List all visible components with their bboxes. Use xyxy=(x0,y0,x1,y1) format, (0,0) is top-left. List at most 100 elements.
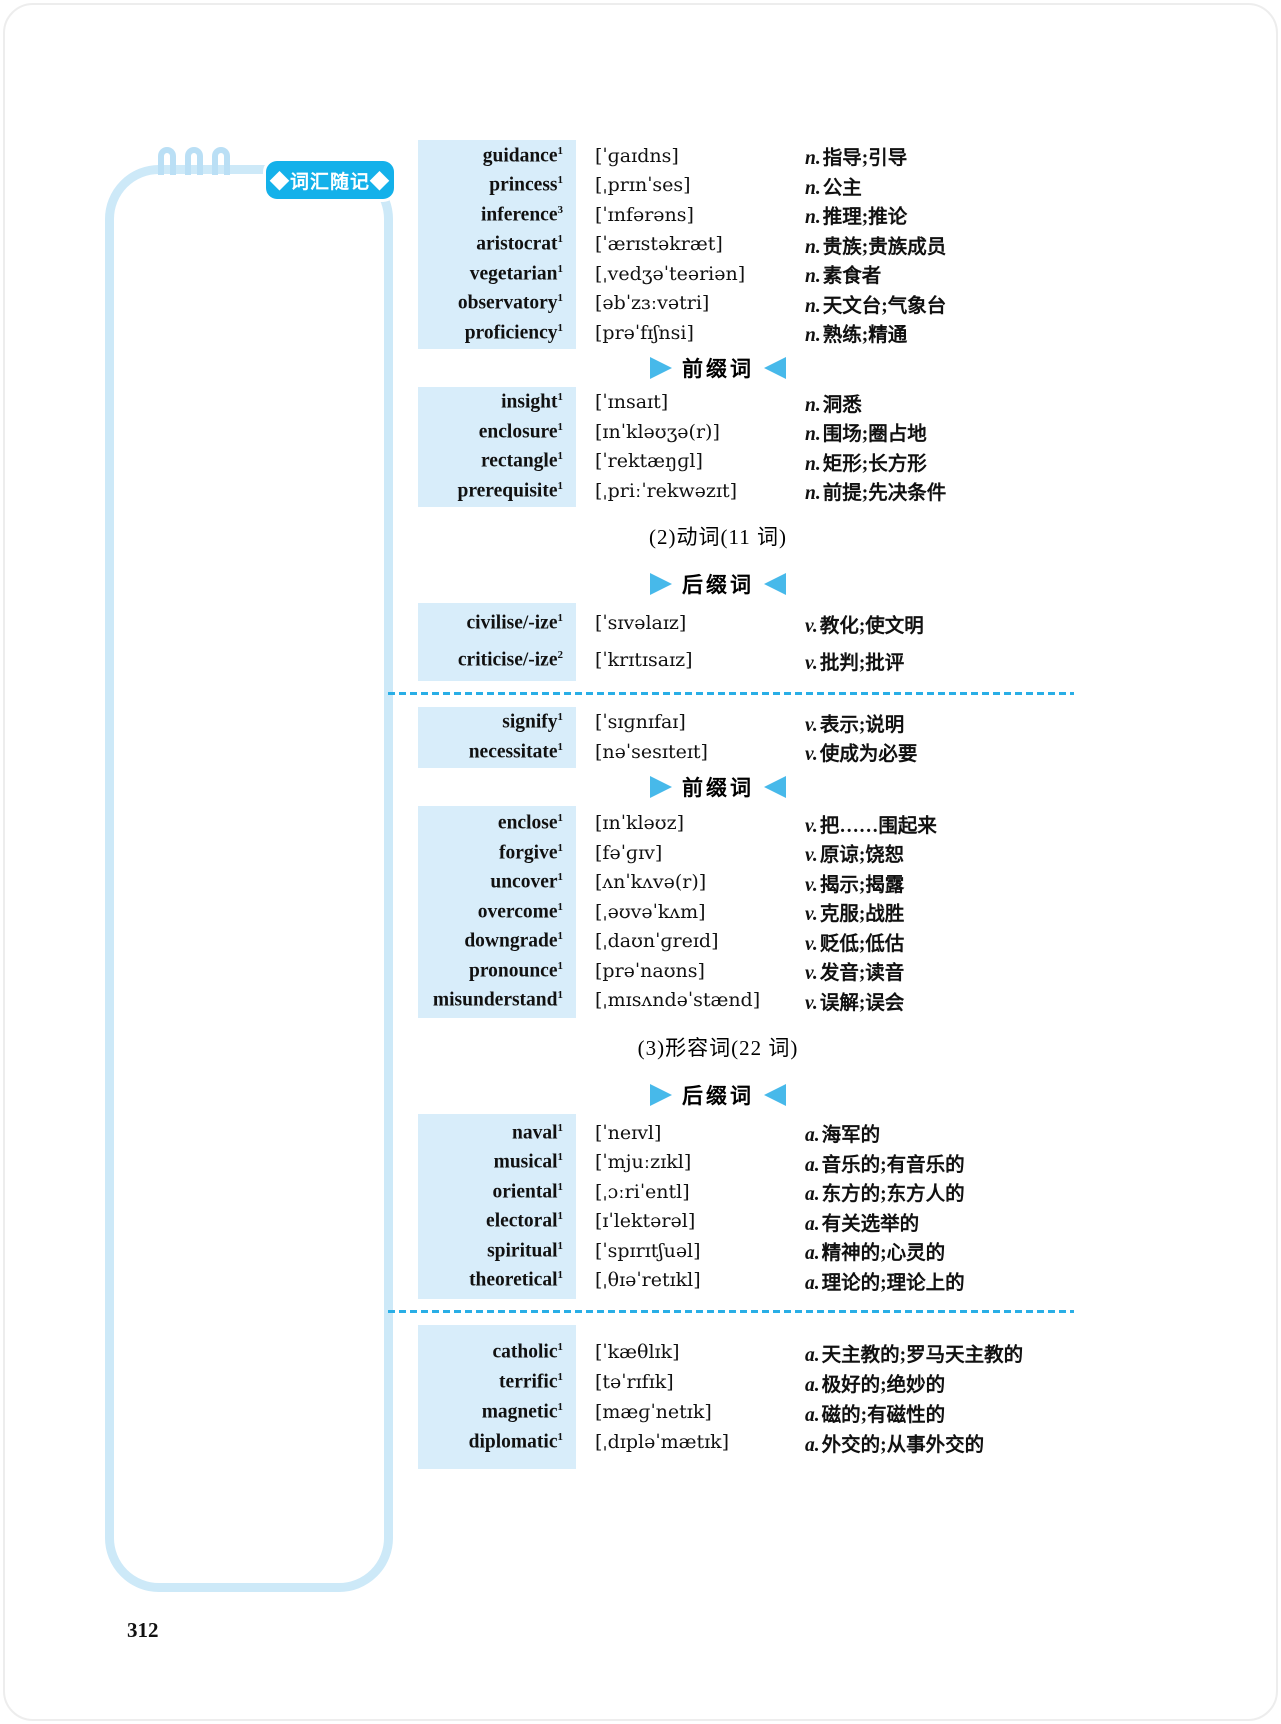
word-frequency-superscript: 1 xyxy=(557,1269,564,1281)
vocab-row: catholic1 [ˈkæθlɪk] a.天主教的;罗马天主教的 xyxy=(418,1337,1064,1367)
part-of-speech: v. xyxy=(805,714,818,736)
word-frequency-superscript: 1 xyxy=(557,740,564,753)
vocab-phonetic: [ˈkæθlɪk] xyxy=(595,1341,680,1363)
left-triangle-icon xyxy=(764,356,786,379)
vocab-phonetic: [ˌpriːˈrekwəzɪt] xyxy=(595,479,738,502)
part-of-speech: v. xyxy=(805,992,818,1014)
word-frequency-superscript: 1 xyxy=(557,989,564,1001)
vocab-meaning: v.原谅;饶恕 xyxy=(805,838,1064,867)
vocab-word: enclose1 xyxy=(497,812,563,834)
meaning-text: 表示;说明 xyxy=(819,714,905,736)
vocab-notes-badge: ◆词汇随记◆ xyxy=(266,161,394,199)
vocab-meaning: a.精神的;心灵的 xyxy=(805,1236,1064,1265)
vocab-meaning: n.贵族;贵族成员 xyxy=(805,230,1064,259)
meaning-text: 围场;圈占地 xyxy=(822,424,927,446)
word-frequency-superscript: 1 xyxy=(557,871,564,883)
part-of-speech: v. xyxy=(805,904,818,926)
part-of-speech: n. xyxy=(805,148,821,170)
vocab-meaning: v.误解;误会 xyxy=(805,986,1064,1015)
vocab-phonetic: [ɪˈlektərəl] xyxy=(595,1210,696,1233)
vocab-meaning: n.洞悉 xyxy=(805,388,1064,417)
vocab-meaning: n.熟练;精通 xyxy=(805,318,1064,347)
meaning-text: 批判;批评 xyxy=(819,652,905,674)
meaning-text: 贬低;低估 xyxy=(819,933,905,955)
part-of-speech: a. xyxy=(805,1344,820,1366)
vocab-row: magnetic1[mæɡˈnetɪk]a.磁的;有磁性的 xyxy=(418,1397,1064,1427)
vocab-phonetic: [ˈɡaɪdns] xyxy=(595,144,679,167)
notebook-panel xyxy=(105,165,393,1592)
right-triangle-icon xyxy=(650,572,672,595)
vocab-phonetic: [ɪnˈkləʊʒə(r)] xyxy=(595,420,720,443)
vocab-row: downgrade1[ˌdaʊnˈɡreɪd]v.贬低;低估 xyxy=(418,927,1064,957)
vocab-phonetic: [ˈsɪɡnɪfaɪ] xyxy=(595,711,686,734)
vocab-row: vegetarian1[ˌvedʒəˈteəriən]n.素食者 xyxy=(418,259,1064,289)
part-of-speech: n. xyxy=(805,325,821,347)
affix-header-label: 前缀词 xyxy=(682,356,754,381)
vocab-meaning: v.贬低;低估 xyxy=(805,927,1064,956)
word-frequency-superscript: 1 xyxy=(557,479,564,492)
part-of-speech: n. xyxy=(805,424,821,446)
right-triangle-icon xyxy=(650,775,672,798)
meaning-text: 精神的;心灵的 xyxy=(821,1243,946,1265)
vocab-row: spiritual1 [ˈspɪrɪtʃuəl] a.精神的;心灵的 xyxy=(418,1236,1064,1266)
vocab-word: forgive1 xyxy=(499,841,563,864)
vocab-meaning: a.东方的;东方人的 xyxy=(805,1177,1064,1206)
vocab-row: guidance1 [ˈɡaɪdns] n.指导;引导 xyxy=(418,141,1064,171)
vocab-word: musical1 xyxy=(493,1151,563,1173)
vocab-row: electoral1[ɪˈlektərəl]a.有关选举的 xyxy=(418,1207,1064,1237)
vocab-word: catholic1 xyxy=(492,1340,563,1363)
dashed-divider xyxy=(388,681,1074,707)
vocab-row: signify1 [ˈsɪɡnɪfaɪ] v.表示;说明 xyxy=(418,708,1064,738)
vocab-row: proficiency1[prəˈfɪʃnsi]n.熟练;精通 xyxy=(418,318,1064,348)
meaning-text: 使成为必要 xyxy=(819,744,918,766)
affix-header: 后缀词 xyxy=(418,565,1018,603)
part-of-speech: a. xyxy=(805,1374,820,1396)
vocab-row: princess1[ˌprɪnˈses]n.公主 xyxy=(418,171,1064,201)
vocab-phonetic: [ˌprɪnˈses] xyxy=(595,174,691,197)
part-of-speech: n. xyxy=(805,177,821,199)
word-frequency-superscript: 1 xyxy=(557,711,564,723)
part-of-speech: v. xyxy=(805,652,818,674)
dashed-divider xyxy=(388,1299,1074,1325)
vocab-meaning: v.表示;说明 xyxy=(805,708,1064,737)
vocab-word: observatory1 xyxy=(457,292,563,314)
meaning-text: 贵族;贵族成员 xyxy=(822,236,947,258)
vocab-word: signify1 xyxy=(502,711,564,733)
section-title: (2)动词(11 词) xyxy=(649,524,787,549)
meaning-text: 天文台;气象台 xyxy=(822,295,947,317)
part-of-speech: v. xyxy=(805,933,818,955)
vocab-meaning: a.海军的 xyxy=(805,1118,1064,1147)
page-number: 312 xyxy=(127,1618,159,1642)
vocab-meaning: n.前提;先决条件 xyxy=(805,476,1064,505)
vocab-row: prerequisite1[ˌpriːˈrekwəzɪt]n.前提;先决条件 xyxy=(418,476,1064,506)
vocab-meaning: a.极好的;绝妙的 xyxy=(805,1368,1064,1397)
vocab-word: guidance1 xyxy=(482,144,563,167)
meaning-text: 把……围起来 xyxy=(819,815,937,837)
vocab-meaning: a.天主教的;罗马天主教的 xyxy=(805,1338,1064,1367)
vocab-word: electoral1 xyxy=(486,1210,563,1232)
vocab-phonetic: [ˌɔːriˈentl] xyxy=(595,1180,690,1203)
meaning-text: 有关选举的 xyxy=(821,1213,920,1235)
vocab-row: forgive1 [fəˈɡɪv] v.原谅;饶恕 xyxy=(418,838,1064,868)
left-triangle-icon xyxy=(764,572,786,595)
vocab-word: spiritual1 xyxy=(487,1239,563,1262)
vocab-phonetic: [fəˈɡɪv] xyxy=(595,841,663,864)
meaning-text: 理论的;理论上的 xyxy=(821,1272,965,1294)
vocab-word: uncover1 xyxy=(490,871,564,893)
vocab-word: proficiency1 xyxy=(464,321,563,344)
vocab-row: enclose1[ɪnˈkləʊz]v.把……围起来 xyxy=(418,809,1064,839)
vocab-phonetic: [ˈspɪrɪtʃuəl] xyxy=(595,1239,701,1262)
part-of-speech: v. xyxy=(805,874,818,896)
meaning-text: 指导;引导 xyxy=(822,148,908,170)
part-of-speech: v. xyxy=(805,815,818,837)
vocab-word: rectangle1 xyxy=(480,450,563,472)
part-of-speech: a. xyxy=(805,1154,820,1176)
part-of-speech: a. xyxy=(805,1272,820,1294)
vocab-phonetic: [ʌnˈkʌvə(r)] xyxy=(595,871,707,894)
vocab-meaning: v.使成为必要 xyxy=(805,737,1064,766)
word-frequency-superscript: 1 xyxy=(557,1400,564,1413)
